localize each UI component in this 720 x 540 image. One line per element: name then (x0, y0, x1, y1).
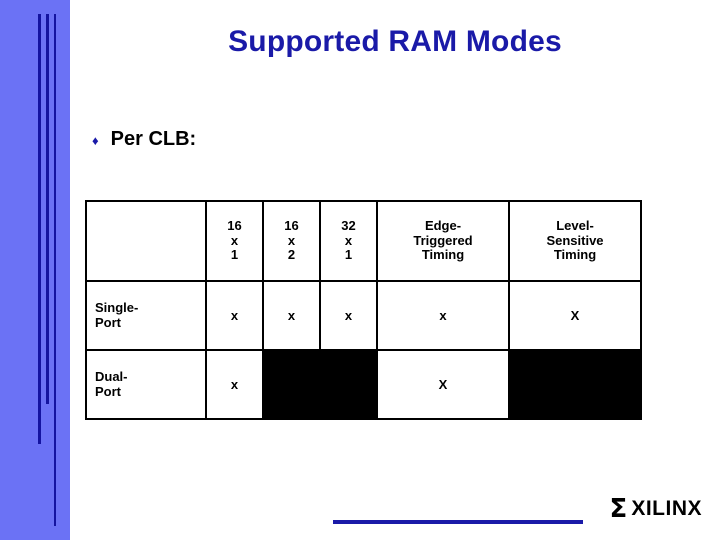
bullet-item-label: Per CLB: (110, 128, 197, 150)
diamond-bullet-icon: ♦ (92, 133, 99, 148)
header-line: 32 (341, 217, 356, 233)
row-label-line: Port (95, 314, 121, 330)
cell-single-16x2: x (262, 280, 321, 351)
row-label-dual-port: Dual- Port (85, 349, 207, 420)
header-line: Timing (421, 247, 465, 263)
xilinx-logo: Σ XILINX (610, 494, 702, 524)
cell-dual-16x1: x (205, 349, 264, 420)
header-cell-empty (85, 200, 207, 282)
header-cell-edge-triggered: Edge- Triggered Timing (376, 200, 510, 282)
xilinx-mark-icon: Σ (609, 494, 628, 524)
left-color-band (0, 0, 70, 540)
header-cell-level-sensitive: Level- Sensitive Timing (508, 200, 642, 282)
header-line: 16 (284, 217, 299, 233)
ram-modes-table: 16 x 1 16 x 2 32 x 1 Edge- Triggered Tim… (85, 200, 642, 420)
header-line: Timing (553, 247, 597, 263)
header-cell-32x1: 32 x 1 (319, 200, 378, 282)
header-line: 1 (230, 247, 239, 263)
header-line: Triggered (413, 232, 473, 248)
cell-dual-edge-triggered: X (376, 349, 510, 420)
band-line-3 (54, 14, 56, 526)
header-line: Sensitive (546, 232, 604, 248)
cell-dual-16x2-unavailable (262, 349, 321, 420)
header-line: Level- (556, 217, 594, 233)
row-label-line: Dual- (95, 368, 128, 384)
header-line: 16 (227, 217, 242, 233)
cell-single-level-sensitive: X (508, 280, 642, 351)
row-label-line: Single- (95, 299, 139, 315)
header-cell-16x2: 16 x 2 (262, 200, 321, 282)
footer-rule (333, 520, 583, 524)
header-line: 2 (287, 247, 296, 263)
row-label-line: Port (95, 383, 121, 399)
header-line: Edge- (424, 217, 462, 233)
table-row: Single- Port x x x x X (85, 280, 642, 351)
table-row: Dual- Port x X (85, 349, 642, 420)
bullet-item: ♦ Per CLB: (92, 128, 196, 151)
header-line: x (287, 232, 296, 248)
table-header-row: 16 x 1 16 x 2 32 x 1 Edge- Triggered Tim… (85, 200, 642, 282)
header-cell-16x1: 16 x 1 (205, 200, 264, 282)
cell-single-16x1: x (205, 280, 264, 351)
band-line-2 (46, 14, 49, 404)
header-line: x (230, 232, 239, 248)
header-line: x (344, 232, 353, 248)
cell-single-32x1: x (319, 280, 378, 351)
band-line-1 (38, 14, 41, 444)
cell-dual-level-sensitive-unavailable (508, 349, 642, 420)
row-label-single-port: Single- Port (85, 280, 207, 351)
header-line: 1 (344, 247, 353, 263)
cell-single-edge-triggered: x (376, 280, 510, 351)
page-title: Supported RAM Modes (228, 25, 562, 58)
xilinx-wordmark: XILINX (631, 497, 702, 520)
cell-dual-32x1-unavailable (319, 349, 378, 420)
